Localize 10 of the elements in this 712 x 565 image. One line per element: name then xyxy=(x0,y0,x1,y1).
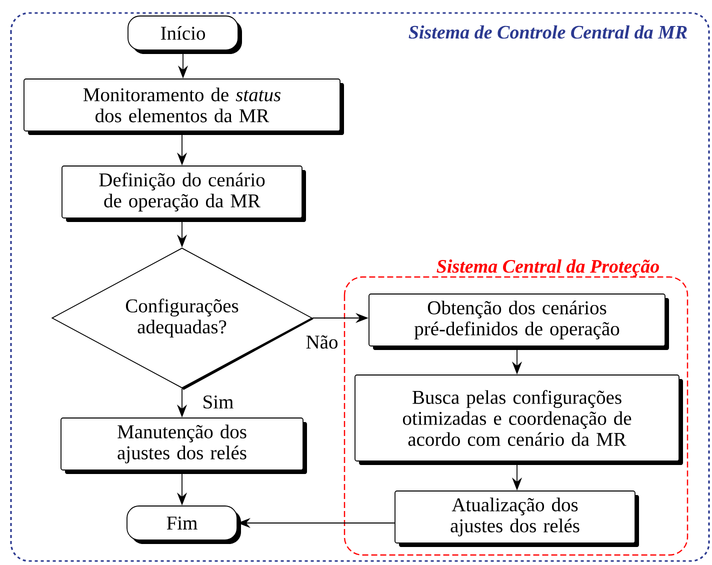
process-box: Definição do cenário de operação da MR xyxy=(62,166,306,222)
process-box: Monitoramento de status dos elementos da MR xyxy=(24,78,344,135)
process-box: Manutenção dos ajustes dos relés xyxy=(60,418,307,474)
process-box: Obtenção dos cenários pré-definidos de operação xyxy=(368,294,669,350)
edge-label: Sim xyxy=(201,394,235,410)
process-box: Busca pelas configurações otimizadas e coordenação de acordo com cenário da MR xyxy=(354,374,683,465)
process-box: Atualização dos ajustes dos relés xyxy=(394,490,639,547)
terminal-box: Início xyxy=(128,16,242,54)
node-label: Sistema Central da Proteção xyxy=(436,259,659,277)
terminal-box: Fim xyxy=(126,506,241,544)
